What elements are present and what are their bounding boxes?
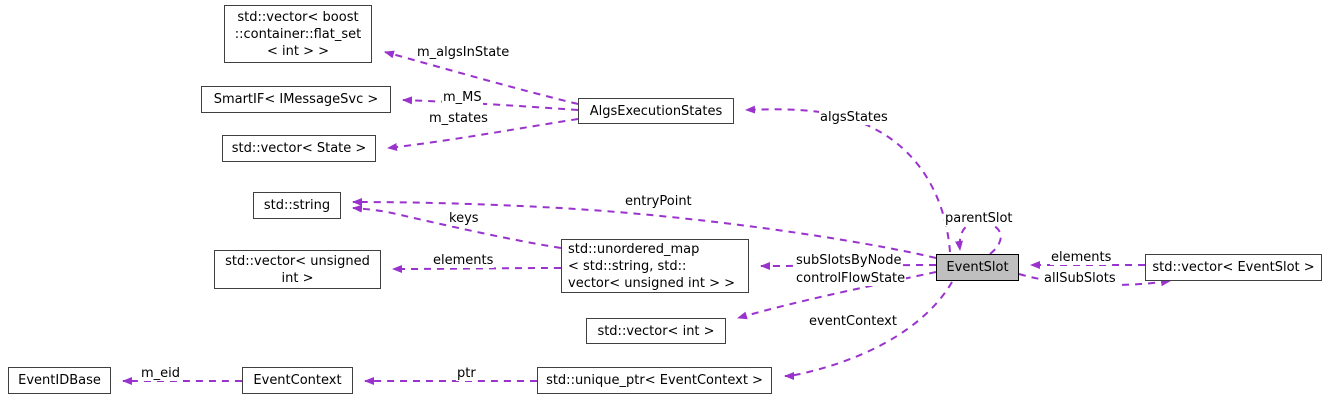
node-vector-unsigned-int[interactable]: std::vector< unsigned int > <box>214 250 381 289</box>
edge-label-elements-uint: elements <box>432 253 495 268</box>
node-event-context[interactable]: EventContext <box>242 367 353 394</box>
node-event-slot[interactable]: EventSlot <box>936 254 1019 281</box>
edge-label-m_algsInState: m_algsInState <box>416 45 511 60</box>
edge-label-allSubSlots: allSubSlots <box>1043 271 1117 286</box>
node-std-string[interactable]: std::string <box>253 192 341 219</box>
edge-allSubSlots <box>1018 273 1171 287</box>
edge-label-m_eid: m_eid <box>140 366 182 381</box>
edge-label-entryPoint: entryPoint <box>624 194 693 209</box>
node-smartif-imessagesvc[interactable]: SmartIF< IMessageSvc > <box>201 86 391 113</box>
edge-elements-uint <box>392 264 562 273</box>
edge-label-subSlotsByNode: subSlotsByNode <box>795 253 903 268</box>
node-vector-flat-set[interactable]: std::vector< boost ::container::flat_set… <box>224 5 372 63</box>
edge-label-controlFlowState: controlFlowState <box>795 271 907 286</box>
edge-m_states <box>387 118 579 151</box>
edge-label-ptr: ptr <box>456 366 477 381</box>
edge-label-m_MS: m_MS <box>442 90 483 105</box>
node-algs-execution-states[interactable]: AlgsExecutionStates <box>578 98 734 124</box>
node-event-id-base[interactable]: EventIDBase <box>8 367 111 394</box>
node-vector-int[interactable]: std::vector< int > <box>586 318 726 344</box>
edge-m_MS <box>402 96 579 111</box>
edge-label-parentSlot: parentSlot <box>944 211 1014 226</box>
node-unordered-map[interactable]: std::unordered_map < std::string, std:: … <box>561 239 749 293</box>
edge-entryPoint <box>352 198 937 259</box>
node-vector-state[interactable]: std::vector< State > <box>222 135 376 162</box>
edge-eventContext <box>784 281 953 380</box>
edge-parentSlot <box>955 220 1002 255</box>
edge-m_algsInState <box>384 50 579 105</box>
edge-label-algsStates: algsStates <box>819 110 889 125</box>
node-unique-ptr-event-context[interactable]: std::unique_ptr< EventContext > <box>537 367 772 394</box>
edge-label-m_states: m_states <box>428 111 489 126</box>
edge-label-eventContext: eventContext <box>808 314 898 329</box>
edge-label-elements-eventslot: elements <box>1050 250 1113 265</box>
node-vector-event-slot[interactable]: std::vector< EventSlot > <box>1145 254 1322 281</box>
edge-keys <box>352 204 562 249</box>
edge-label-keys: keys <box>448 211 480 226</box>
